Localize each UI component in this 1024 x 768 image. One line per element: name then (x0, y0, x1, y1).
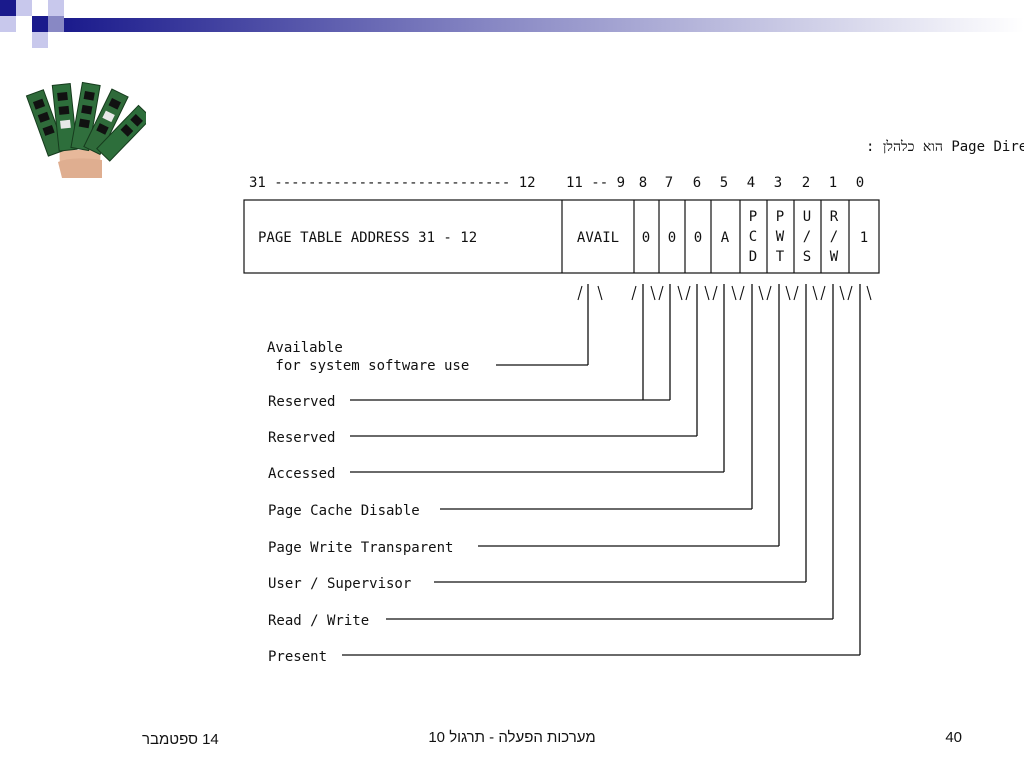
field-bit8: 0 (642, 230, 650, 246)
label-page-cache-disable: Page Cache Disable (268, 503, 420, 519)
bit-range-left: 31 ---------------------------- 12 (249, 175, 536, 191)
bit-2: 2 (802, 175, 810, 191)
bit-3: 3 (774, 175, 782, 191)
field-pwt-1: P (776, 209, 784, 225)
footer-date: 14 ספטמבר (142, 731, 219, 748)
field-bit5-accessed: A (721, 230, 730, 246)
field-pcd-1: P (749, 209, 757, 225)
field-us-1: U (803, 209, 811, 225)
label-user-supervisor: User / Supervisor (268, 576, 411, 592)
field-rw-2: / (830, 229, 838, 245)
field-pcd-2: C (749, 229, 757, 245)
bit-7: 7 (665, 175, 673, 191)
bit-6: 6 (693, 175, 701, 191)
label-available-1: Available (267, 340, 343, 356)
field-us-3: S (803, 249, 811, 265)
field-pwt-2: W (776, 229, 785, 245)
bit-1: 1 (829, 175, 837, 191)
label-available-2: for system software use (267, 358, 469, 374)
bit-range-avail: 11 -- 9 (566, 175, 625, 191)
bit-0: 0 (856, 175, 864, 191)
field-us-2: / (803, 229, 811, 245)
field-pwt-3: T (776, 249, 785, 265)
footer-course: מערכות הפעלה - תרגול 10 (428, 729, 595, 746)
header-decoration (0, 0, 1024, 48)
field-bracket-marks (577, 285, 872, 301)
field-bit6: 0 (694, 230, 702, 246)
label-present: Present (268, 649, 327, 665)
field-rw-1: R (830, 209, 839, 225)
field-avail: AVAIL (577, 230, 619, 246)
bit-8: 8 (639, 175, 647, 191)
field-pcd-3: D (749, 249, 757, 265)
label-read-write: Read / Write (268, 613, 369, 629)
label-reserved-1: Reserved (268, 394, 335, 410)
leader-lines (342, 284, 861, 656)
slide-title: מבנה כניסה ב-Page Directory הוא כלהלן : (866, 139, 1024, 155)
footer-page-number: 40 (945, 729, 962, 746)
label-reserved-2: Reserved (268, 430, 335, 446)
field-page-table-address: PAGE TABLE ADDRESS 31 - 12 (258, 230, 477, 246)
field-bit0-present: 1 (860, 230, 868, 246)
bit-5: 5 (720, 175, 728, 191)
label-page-write-transparent: Page Write Transparent (268, 540, 453, 556)
label-accessed: Accessed (268, 466, 335, 482)
bit-4: 4 (747, 175, 755, 191)
field-rw-3: W (830, 249, 839, 265)
field-bit7: 0 (668, 230, 676, 246)
ram-modules-image (25, 81, 146, 178)
